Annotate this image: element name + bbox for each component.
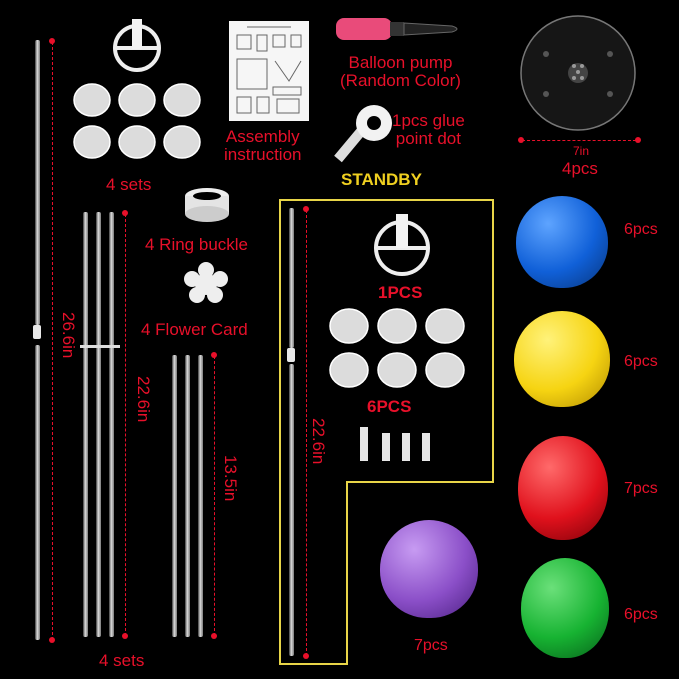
rod-26in-lower bbox=[35, 345, 40, 640]
green-balloon bbox=[521, 558, 609, 658]
yellow-balloon bbox=[514, 311, 610, 407]
rod-connector bbox=[33, 325, 41, 339]
standby-rod-connector bbox=[287, 348, 295, 362]
standby-6pcs-label: 6PCS bbox=[367, 397, 412, 416]
dim-dot-bottom bbox=[49, 637, 55, 643]
standby-dim-dot-top bbox=[303, 206, 309, 212]
dim-dot-top-13 bbox=[211, 352, 217, 358]
standby-rod-upper bbox=[289, 208, 294, 348]
base-plate-icon bbox=[520, 15, 636, 131]
instruction-sheet-icon bbox=[229, 21, 309, 121]
flower-card-icon bbox=[184, 262, 228, 303]
rod-13in-b bbox=[185, 355, 190, 637]
base-size-label: 7in bbox=[573, 144, 590, 158]
ring-buckle-label: 4 Ring buckle bbox=[145, 235, 249, 254]
base-dim-dot-left bbox=[518, 137, 524, 143]
balloon-holder-ring-icon bbox=[113, 19, 161, 72]
red-balloon-qty: 7pcs bbox=[624, 480, 658, 497]
rod-joint-marks bbox=[80, 345, 120, 349]
standby-length-label: 22.6in bbox=[309, 418, 328, 465]
dim-dot-top-22 bbox=[122, 210, 128, 216]
assembly-label: Assembly instruction bbox=[224, 127, 302, 164]
glue-dot-roll-icon bbox=[334, 105, 392, 163]
dim-dot-top bbox=[49, 38, 55, 44]
standby-1pcs-label: 1PCS bbox=[378, 283, 423, 302]
sets-bottom-label: 4 sets bbox=[99, 651, 145, 670]
balloon-cups-icon bbox=[73, 83, 201, 159]
dim-line-22in bbox=[125, 214, 127, 636]
blue-balloon-qty: 6pcs bbox=[624, 221, 658, 238]
dim-dot-bottom-22 bbox=[122, 633, 128, 639]
balloon-pump-icon bbox=[336, 18, 458, 40]
ring-buckle-icon bbox=[185, 188, 229, 222]
blue-balloon bbox=[516, 196, 608, 288]
green-balloon-qty: 6pcs bbox=[624, 606, 658, 623]
dim-line-13in bbox=[214, 356, 216, 636]
base-dim-line bbox=[522, 140, 636, 142]
standby-dim-line bbox=[306, 210, 308, 656]
purple-balloon-qty: 7pcs bbox=[414, 637, 448, 654]
rod-22in-b bbox=[96, 212, 101, 637]
standby-buckles-icon bbox=[360, 427, 430, 461]
rod-22in-a bbox=[83, 212, 88, 637]
standby-rod-lower bbox=[289, 364, 294, 656]
base-dim-dot-right bbox=[635, 137, 641, 143]
standby-dim-dot-bottom bbox=[303, 653, 309, 659]
standby-title: STANDBY bbox=[341, 170, 422, 189]
dim-line-26in bbox=[52, 42, 54, 640]
balloon-pump-label: Balloon pump (Random Color) bbox=[340, 53, 461, 90]
yellow-balloon-qty: 6pcs bbox=[624, 353, 658, 370]
glue-dot-label: 1pcs glue point dot bbox=[392, 111, 465, 148]
rod-13in-a bbox=[172, 355, 177, 637]
purple-balloon bbox=[380, 520, 478, 618]
rod-13in-c bbox=[198, 355, 203, 637]
rod-22in-c bbox=[109, 212, 114, 637]
standby-cups-icon bbox=[329, 308, 465, 388]
red-balloon bbox=[518, 436, 608, 540]
dim-dot-bottom-13 bbox=[211, 633, 217, 639]
rod-26in-upper bbox=[35, 40, 40, 325]
base-qty-label: 4pcs bbox=[562, 159, 598, 178]
flower-card-label: 4 Flower Card bbox=[141, 320, 248, 339]
standby-holder-ring-icon bbox=[374, 214, 430, 276]
sets-top-label: 4 sets bbox=[106, 175, 152, 194]
